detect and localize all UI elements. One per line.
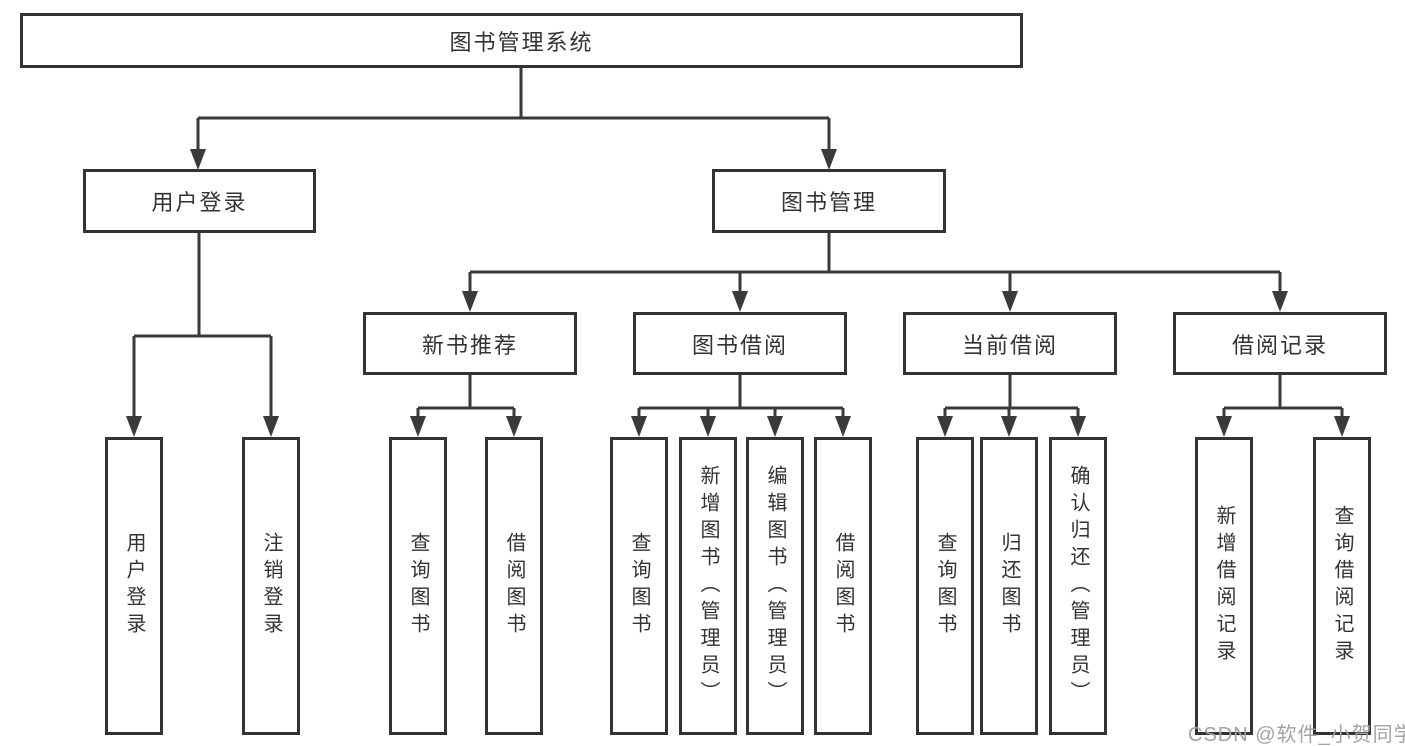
connector-book-borrow-children xyxy=(637,375,845,419)
node-current-borrow-label: 当前借阅 xyxy=(961,332,1058,358)
node-library-system-label: 图书管理系统 xyxy=(449,29,594,55)
node-book-borrow-label: 图书借阅 xyxy=(691,332,788,358)
leaf-confirm-return-admin-label: 确认归还（管理员） xyxy=(1067,464,1089,708)
leaf-user-login-label: 用户登录 xyxy=(123,532,145,640)
node-book-management-label: 图书管理 xyxy=(780,190,877,215)
leaf-add-borrow-record: 新增借阅记录 xyxy=(1195,437,1253,735)
leaf-return-book-label: 归还图书 xyxy=(998,532,1020,640)
node-current-borrow: 当前借阅 xyxy=(903,312,1117,375)
node-user-login-label: 用户登录 xyxy=(151,190,248,215)
node-book-management: 图书管理 xyxy=(712,169,946,233)
csdn-watermark: CSDN @软件_小贺同学 xyxy=(1188,724,1405,746)
leaf-query-borrow-record-label: 查询借阅记录 xyxy=(1331,505,1353,667)
connector-current-borrow-children xyxy=(943,375,1080,419)
leaf-add-book-admin-label: 新增图书（管理员） xyxy=(697,464,719,708)
leaf-logout-label: 注销登录 xyxy=(260,532,282,640)
connector-book-mgmt-children xyxy=(468,233,1282,294)
connector-new-book-rec-children xyxy=(416,375,516,419)
leaf-query-borrow-record: 查询借阅记录 xyxy=(1313,437,1371,735)
leaf-add-book-admin: 新增图书（管理员） xyxy=(679,437,737,735)
leaf-logout: 注销登录 xyxy=(242,437,300,735)
leaf-query-books-recommend: 查询图书 xyxy=(389,437,447,735)
leaf-borrow-books-recommend: 借阅图书 xyxy=(485,437,543,735)
node-user-login: 用户登录 xyxy=(83,169,316,233)
node-borrow-record-label: 借阅记录 xyxy=(1231,332,1328,358)
leaf-query-books-borrow: 查询图书 xyxy=(610,437,668,735)
leaf-confirm-return-admin: 确认归还（管理员） xyxy=(1049,437,1107,735)
node-new-book-recommend: 新书推荐 xyxy=(363,312,577,375)
node-new-book-recommend-label: 新书推荐 xyxy=(421,332,518,358)
connector-borrow-record-children xyxy=(1222,375,1344,419)
leaf-borrow-books: 借阅图书 xyxy=(814,437,872,735)
leaf-edit-book-admin-label: 编辑图书（管理员） xyxy=(764,464,786,708)
leaf-query-books-current-label: 查询图书 xyxy=(934,532,956,640)
leaf-borrow-books-recommend-label: 借阅图书 xyxy=(503,532,525,640)
arrowheads xyxy=(126,149,1350,437)
leaf-user-login: 用户登录 xyxy=(105,437,163,735)
node-borrow-record: 借阅记录 xyxy=(1173,312,1387,375)
leaf-borrow-books-label: 借阅图书 xyxy=(832,532,854,640)
connector-user-login-children xyxy=(132,233,273,419)
leaf-edit-book-admin: 编辑图书（管理员） xyxy=(746,437,804,735)
node-library-system: 图书管理系统 xyxy=(20,13,1023,68)
leaf-return-book: 归还图书 xyxy=(980,437,1038,735)
leaf-query-books-borrow-label: 查询图书 xyxy=(628,532,650,640)
node-book-borrow: 图书借阅 xyxy=(633,312,847,375)
leaf-query-books-recommend-label: 查询图书 xyxy=(407,532,429,640)
leaf-add-borrow-record-label: 新增借阅记录 xyxy=(1213,505,1235,667)
leaf-query-books-current: 查询图书 xyxy=(916,437,974,735)
connector-root-to-level2 xyxy=(196,68,831,151)
